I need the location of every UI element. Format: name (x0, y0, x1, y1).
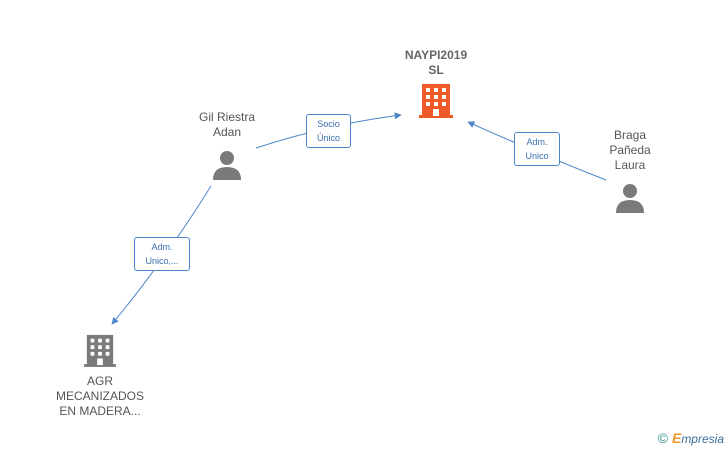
node-agr-mecanizados[interactable]: AGR MECANIZADOS EN MADERA... (44, 332, 156, 419)
person-icon (616, 184, 644, 213)
copyright-symbol: © (657, 430, 668, 446)
edge-label-adm-unico[interactable]: Adm. Unico (514, 132, 560, 166)
node-agr-label: AGR MECANIZADOS EN MADERA... (55, 374, 144, 418)
empresia-watermark: ©Empresia (658, 430, 724, 446)
building-icon (84, 334, 116, 367)
person-icon (213, 151, 241, 180)
edge-label-adm-unico-multi[interactable]: Adm. Unico,... (134, 237, 190, 271)
brand-name: mpresia (681, 432, 724, 446)
brand-first-letter: E (671, 430, 682, 446)
node-braga-paneda-laura[interactable]: Braga Pañeda Laura (590, 128, 670, 213)
node-naypi2019-label: NAYPI2019 SL (404, 48, 468, 77)
node-braga-label: Braga Pañeda Laura (609, 128, 651, 172)
node-naypi2019[interactable]: NAYPI2019 SL (390, 48, 482, 118)
node-gil-label: Gil Riestra Adan (198, 110, 255, 139)
node-gil-riestra-adan[interactable]: Gil Riestra Adan (180, 110, 274, 180)
building-icon (419, 84, 453, 118)
edge-label-socio-unico[interactable]: Socio Único (306, 114, 351, 148)
